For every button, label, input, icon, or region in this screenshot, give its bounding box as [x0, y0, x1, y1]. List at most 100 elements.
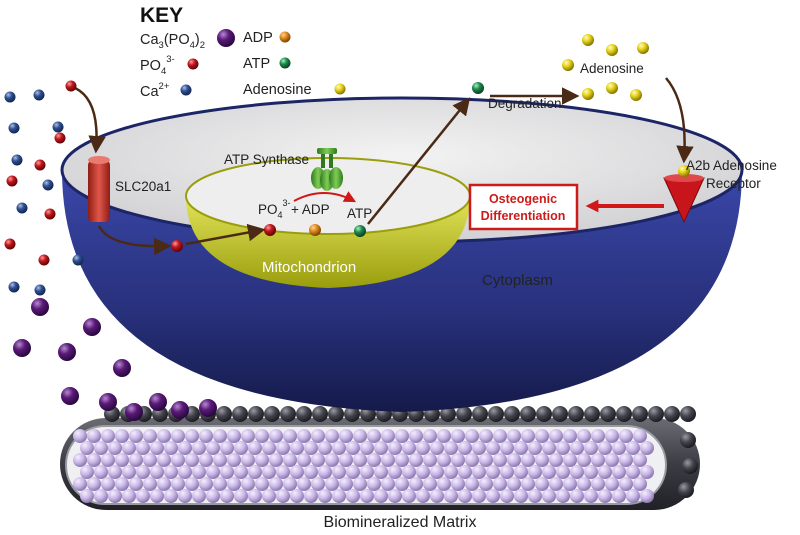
- phosphate-ion: [4, 238, 16, 250]
- calcium-phosphate-particle: [199, 399, 217, 417]
- matrix-surface-bead: [472, 406, 488, 422]
- mineral-bead: [556, 441, 570, 455]
- mineral-bead: [325, 477, 339, 491]
- mineral-bead: [262, 489, 276, 503]
- adenosine-molecule: [582, 88, 594, 100]
- mineral-bead: [234, 489, 248, 503]
- mineral-bead: [570, 465, 584, 479]
- mineral-bead: [605, 477, 619, 491]
- mineral-bead: [94, 441, 108, 455]
- matrix-surface-bead: [616, 406, 632, 422]
- osteogenic-differentiation-box: Osteogenic Differentiation: [468, 183, 579, 231]
- mineral-bead: [241, 453, 255, 467]
- mineral-bead: [402, 441, 416, 455]
- mineral-bead: [283, 477, 297, 491]
- matrix-surface-bead: [296, 406, 312, 422]
- mineral-bead: [605, 453, 619, 467]
- calcium-phosphate-particle: [61, 387, 79, 405]
- mineral-bead: [164, 465, 178, 479]
- mineral-bead: [157, 453, 171, 467]
- mineral-bead: [465, 429, 479, 443]
- mineral-bead: [227, 429, 241, 443]
- mineral-bead: [500, 489, 514, 503]
- calcium-phosphate-particle: [99, 393, 117, 411]
- matrix-surface-bead: [520, 406, 536, 422]
- key-atp-label: ATP: [243, 56, 270, 72]
- calcium-phosphate-particle: [149, 393, 167, 411]
- key-phosphate-label: PO43-: [140, 54, 175, 77]
- mineral-bead: [290, 489, 304, 503]
- calcium-ion: [72, 254, 84, 266]
- calcium-ion: [33, 89, 45, 101]
- adenosine-to-receptor-arrow: [665, 77, 694, 164]
- mineral-bead: [108, 465, 122, 479]
- mineral-bead: [563, 453, 577, 467]
- mineral-bead: [619, 453, 633, 467]
- mineral-bead: [143, 453, 157, 467]
- mineral-bead: [367, 477, 381, 491]
- mineral-bead: [612, 441, 626, 455]
- mineral-bead: [276, 441, 290, 455]
- mitochondrion-label: Mitochondrion: [262, 259, 356, 276]
- mineral-bead: [290, 465, 304, 479]
- mineral-bead: [388, 441, 402, 455]
- mineral-bead: [493, 477, 507, 491]
- adp-molecule: [309, 224, 321, 236]
- mineral-bead: [108, 489, 122, 503]
- key-calcium-label: Ca2+: [140, 81, 170, 100]
- mineral-bead: [192, 441, 206, 455]
- mineral-bead: [486, 441, 500, 455]
- mineral-bead: [395, 453, 409, 467]
- mineral-bead: [584, 465, 598, 479]
- matrix-surface-bead: [680, 406, 696, 422]
- mineral-bead: [444, 441, 458, 455]
- mineral-bead: [136, 441, 150, 455]
- mineral-bead: [178, 465, 192, 479]
- mineral-bead: [479, 453, 493, 467]
- mineral-bead: [395, 429, 409, 443]
- mineral-bead: [164, 489, 178, 503]
- calcium-phosphate-particle: [83, 318, 101, 336]
- calcium-phosphate-particle: [31, 298, 49, 316]
- mineral-bead: [73, 477, 87, 491]
- mineral-bead: [528, 489, 542, 503]
- mineral-bead: [416, 489, 430, 503]
- atp-molecule: [354, 225, 366, 237]
- mineral-bead: [332, 465, 346, 479]
- key-adenosine-swatch: [334, 83, 346, 95]
- matrix-label: Biomineralized Matrix: [324, 514, 477, 531]
- mineral-bead: [353, 453, 367, 467]
- phosphate-ion: [6, 175, 18, 187]
- mineral-bead: [542, 441, 556, 455]
- key-adp-label: ADP: [243, 30, 273, 46]
- mineral-bead: [311, 429, 325, 443]
- mineral-bead: [500, 441, 514, 455]
- matrix-mineral-beads: [73, 429, 654, 503]
- osteo-line2: Differentiation: [481, 209, 566, 223]
- mineral-bead: [430, 465, 444, 479]
- mineral-bead: [150, 441, 164, 455]
- mineral-bead: [311, 453, 325, 467]
- mineral-bead: [612, 489, 626, 503]
- mineral-bead: [458, 465, 472, 479]
- mineral-bead: [444, 489, 458, 503]
- matrix-surface-bead: [600, 406, 616, 422]
- mineral-bead: [115, 429, 129, 443]
- mineral-bead: [325, 453, 339, 467]
- mineral-bead: [486, 489, 500, 503]
- calcium-phosphate-particle: [113, 359, 131, 377]
- mineral-bead: [430, 489, 444, 503]
- mineral-bead: [633, 477, 647, 491]
- calcium-phosphate-particle: [13, 339, 31, 357]
- reaction-atp: ATP: [347, 206, 372, 221]
- mineral-bead: [409, 429, 423, 443]
- mineral-bead: [101, 477, 115, 491]
- calcium-ion: [34, 284, 46, 296]
- phosphate-ion: [44, 208, 56, 220]
- mineral-bead: [549, 429, 563, 443]
- mineral-bead: [458, 489, 472, 503]
- mineral-bead: [304, 441, 318, 455]
- mineral-bead: [381, 453, 395, 467]
- mineral-bead: [409, 477, 423, 491]
